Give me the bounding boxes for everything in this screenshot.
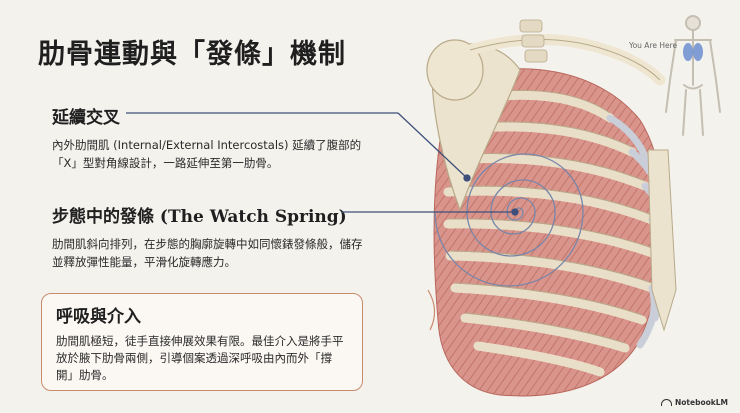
notebooklm-icon: [660, 399, 672, 406]
section-body: 內外肋間肌 (Internal/External Intercostals) 延…: [52, 138, 362, 170]
section-watch-spring: 步態中的發條 (The Watch Spring) 肋間肌斜向排列，在步態的胸廓…: [52, 202, 372, 271]
section-heading: 步態中的發條 (The Watch Spring): [52, 207, 347, 227]
section-breathing-intervention: 呼吸與介入 肋間肌極短，徒手直接伸展效果有限。最佳介入是將手平放於腋下肋骨兩側，…: [41, 293, 363, 391]
section-heading: 呼吸與介入: [56, 307, 141, 327]
page-title: 肋骨連動與「發條」機制: [38, 39, 346, 70]
section-body: 肋間肌極短，徒手直接伸展效果有限。最佳介入是將手平放於腋下肋骨兩側，引導個案透過…: [56, 334, 344, 382]
notebooklm-watermark: NotebookLM: [660, 398, 728, 407]
section-continuation: 延續交叉 內外肋間肌 (Internal/External Intercosta…: [52, 103, 372, 172]
watermark-label: NotebookLM: [674, 398, 728, 407]
vertebrae: [519, 19, 548, 63]
lung-highlight: [683, 43, 703, 61]
section-body: 肋間肌斜向排列，在步態的胸廓旋轉中如同懷錶發條般，儲存並釋放彈性能量，平滑化旋轉…: [52, 237, 363, 269]
inset-label: You Are Here: [629, 41, 678, 50]
callout-connectors: [126, 112, 519, 216]
watch-spring-spiral: [434, 153, 584, 287]
section-heading: 延續交叉: [52, 108, 120, 128]
sternum: [647, 149, 677, 332]
accent-bracket: [427, 289, 436, 331]
skeleton-inset: [665, 15, 721, 136]
